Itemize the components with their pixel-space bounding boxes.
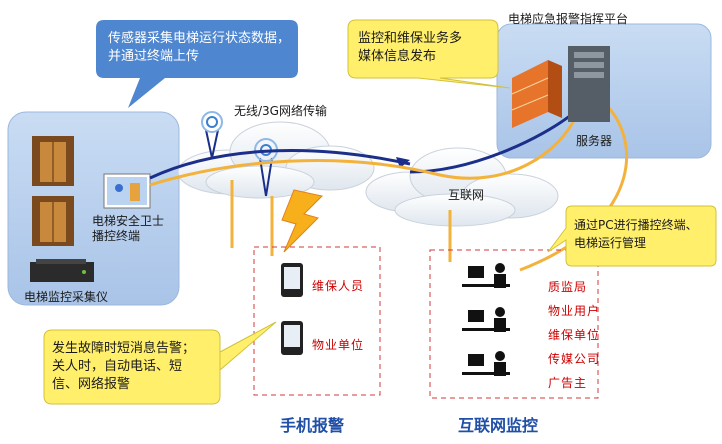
blue-link-line: [409, 110, 576, 174]
monitor-item-label: 广告主: [548, 376, 588, 390]
monitor-item-label: 物业用户: [548, 304, 601, 318]
callout-pc: [547, 205, 717, 267]
terminal-label: 电梯安全卫士 播控终端: [92, 214, 165, 243]
platform-label: 电梯应急报警指挥平台: [508, 12, 629, 26]
fault-callout-text: 发生故障时短消息告警； 关人时，自动电话、短 信、网络报警: [52, 341, 196, 392]
pc-callout-text: 通过PC进行播控终端、 电梯运行管理: [574, 218, 698, 250]
elevator-car-icon: [32, 196, 74, 246]
callout-fault: [43, 321, 277, 405]
blue-link-line: [149, 149, 411, 180]
monitor-item-label: 传媒公司: [548, 352, 601, 366]
pc-user-icon: [462, 351, 510, 376]
monitor-item-label: 质监局: [548, 280, 588, 294]
arrow-icon: [396, 157, 410, 168]
internet-cloud: [365, 147, 559, 227]
mobile-phone-icon: [281, 263, 303, 297]
internet-monitor-box: [429, 249, 599, 399]
mobile-alarm-box: [253, 246, 381, 396]
wireless-label: 无线/3G网络传输: [234, 104, 327, 118]
internet-label: 互联网: [448, 188, 485, 202]
mobile-phone-icon: [281, 321, 303, 355]
elevator-car-icon: [32, 136, 74, 186]
lightning-icon: [281, 189, 324, 253]
terminal-screen-icon: [103, 173, 151, 209]
collector-label: 电梯监控采集仪: [24, 290, 109, 304]
orange-link-line: [519, 98, 628, 272]
pc-user-icon: [462, 263, 510, 288]
pc-user-icon: [462, 307, 510, 332]
firewall-icon: [511, 60, 562, 128]
callout-monitor: [347, 19, 511, 89]
wireless-tower-icon: [201, 111, 223, 159]
monitor-callout-text: 监控和维保业务多 媒体信息发布: [358, 31, 463, 64]
mobile-alarm-title: 手机报警: [280, 416, 345, 435]
server-label: 服务器: [576, 134, 613, 148]
orange-link-line: [149, 117, 577, 187]
mobile-item-label: 物业单位: [312, 338, 365, 352]
mobile-item-label: 维保人员: [312, 279, 365, 293]
collector-device-icon: [30, 259, 94, 282]
server-icon: [568, 46, 610, 122]
sensor-callout-text: 传感器采集电梯运行状态数据， 并通过终端上传: [108, 31, 291, 64]
monitor-item-label: 维保单位: [548, 328, 601, 342]
internet-monitor-title: 互联网监控: [458, 416, 539, 435]
callout-sensor: [96, 20, 298, 108]
